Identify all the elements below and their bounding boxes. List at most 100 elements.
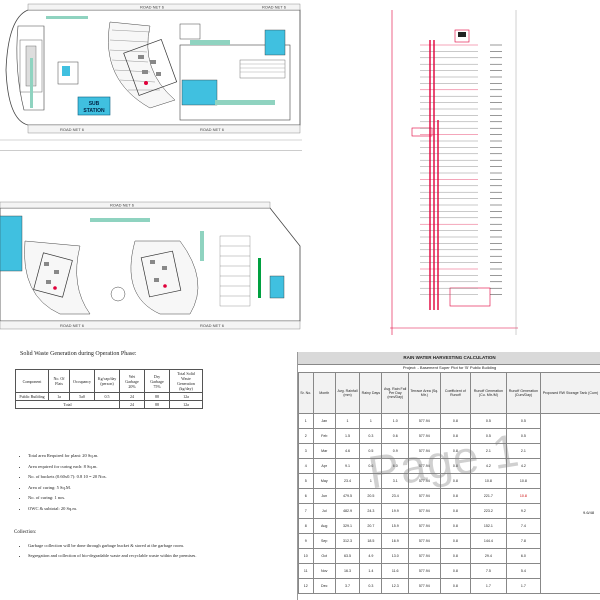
rain-cell: 1.4 — [359, 563, 383, 579]
rain-cell: 577.94 — [407, 548, 441, 564]
rain-cell: 0.8 — [439, 563, 471, 579]
waste-header: No. Of Flats — [48, 369, 70, 393]
rain-cell: 6.0 — [505, 548, 541, 564]
rain-cell: 29.4 — [469, 548, 507, 564]
rain-cell: 1.7 — [469, 578, 507, 594]
rain-cell: 1 — [298, 413, 314, 429]
rain-cell: Mar — [312, 443, 336, 459]
rain-col-header: Runoff Generation (Cu. Mtr./M) — [469, 372, 507, 414]
rain-col-header: Sr. No. — [298, 372, 314, 414]
svg-text:STATION: STATION — [83, 108, 105, 114]
rain-cell: 577.94 — [407, 413, 441, 429]
rain-cell: 8 — [298, 518, 314, 534]
rain-cell: 11.6 — [381, 563, 409, 579]
rain-cell: 577.94 — [407, 578, 441, 594]
rain-cell: 3 — [298, 443, 314, 459]
rain-cell: 10.8 — [505, 488, 541, 504]
rain-cell: 577.94 — [407, 518, 441, 534]
rain-col-header: Coefficient of Runoff — [439, 372, 471, 414]
rain-cell: 18.5 — [359, 533, 383, 549]
rain-cell: 577.94 — [407, 533, 441, 549]
collection-heading: Collection: — [14, 530, 37, 535]
waste-header: Dry Garbage 75% — [144, 369, 170, 393]
rain-cell: Jul — [312, 503, 336, 519]
substation-label: SUB — [89, 101, 100, 107]
waste-header: Total Solid Waste Generation (kg/day) — [169, 369, 203, 393]
road-label: ROAD NET 6 — [60, 127, 85, 132]
rain-header: RAIN WATER HARVESTING CALCULATION — [298, 352, 600, 365]
site-plan-top: SUB STATION ROAD NET 6 ROAD NET 6 ROAD N… — [0, 0, 302, 151]
rain-cell: 4.9 — [359, 548, 383, 564]
rain-cell: Jan — [312, 413, 336, 429]
rain-cell: Feb — [312, 428, 336, 444]
site-plan-top-drawing: SUB STATION ROAD NET 6 ROAD NET 6 ROAD N… — [0, 3, 302, 141]
rain-col-header: Rainy Days — [359, 372, 383, 414]
rain-cell: 23.4 — [334, 473, 361, 489]
rain-cell: 4.6 — [334, 443, 361, 459]
rain-cell: 482.9 — [334, 503, 361, 519]
waste-cell: 1a — [48, 392, 70, 401]
rain-cell: 1 — [334, 413, 361, 429]
collection-item: Garbage collection will be done through … — [28, 541, 212, 551]
rain-cell: 144.4 — [469, 533, 507, 549]
rain-cell: 24.3 — [359, 503, 383, 519]
rain-project: Project: - Basement Super Plot for 'B' P… — [402, 365, 497, 370]
note-item: Area of curing: 5 Sq.M. — [28, 483, 203, 494]
site-plan-bottom-drawing: ROAD NET 6 ROAD NET 6 ROAD NET 6 — [0, 201, 301, 330]
waste-total: 12a — [169, 400, 203, 409]
rain-cell: Dec — [312, 578, 336, 594]
waste-header: Wet Garbage 20% — [119, 369, 145, 393]
rain-cell: 16.3 — [334, 563, 361, 579]
rain-cell: 4 — [298, 458, 314, 474]
waste-cell: 12a — [169, 392, 203, 401]
rain-cell: 11 — [298, 563, 314, 579]
rain-cell: 577.94 — [407, 503, 441, 519]
rain-cell: 7.5 — [469, 563, 507, 579]
rain-cell: 13.0 — [381, 548, 409, 564]
note-item: Total area Required for plant: 20 Sq.m. — [28, 451, 203, 462]
rain-cell: 0.8 — [439, 533, 471, 549]
note-item: Area required for curing each: 8 Sq.m. — [28, 462, 203, 473]
rain-cell: 0.8 — [439, 413, 471, 429]
rain-cell: Jun — [312, 488, 336, 504]
waste-header: Occupancy — [69, 369, 95, 393]
rain-cell: 7.4 — [505, 518, 541, 534]
rain-cell: Apr — [312, 458, 336, 474]
rain-cell: Oct — [312, 548, 336, 564]
rain-cell: 221.7 — [469, 488, 507, 504]
site-plan-bottom: ROAD NET 6 ROAD NET 6 ROAD NET 6 — [0, 196, 302, 336]
rain-col-header: Avg. Rain Fall Per Day (mm/Day) — [381, 372, 409, 414]
waste-total-label: Total — [15, 400, 120, 409]
rain-cell: 1.5 — [334, 428, 361, 444]
rain-cell: 5.4 — [505, 563, 541, 579]
rain-cell: 20.7 — [359, 518, 383, 534]
road-label: ROAD NET 6 — [262, 5, 287, 10]
riser-diagram — [390, 10, 520, 335]
waste-notes: Total area Required for plant: 20 Sq.m. … — [18, 451, 203, 514]
rain-tank-column — [539, 413, 600, 594]
note-item: No. of curing: 1 nos. — [28, 493, 203, 504]
waste-cell: 88 — [144, 392, 170, 401]
rain-cell: 0.8 — [439, 503, 471, 519]
note-item: No. of buckets (0.60x0.7): 0.8 10 = 20 N… — [28, 472, 203, 483]
rain-cell: 1.0 — [381, 413, 409, 429]
rain-cell: 15.9 — [381, 518, 409, 534]
rain-cell: 0.8 — [439, 518, 471, 534]
rain-water-harvesting-sheet: RAIN WATER HARVESTING CALCULATION Projec… — [297, 352, 600, 600]
road-label: ROAD NET 6 — [110, 203, 135, 208]
waste-cell: 5a0 — [69, 392, 95, 401]
waste-cell: 24 — [119, 392, 145, 401]
waste-total: 24 — [119, 400, 145, 409]
rain-col-header: Avg. Rainfall (mm) — [334, 372, 361, 414]
solid-waste-document: Solid Waste Generation during Operation … — [0, 345, 212, 600]
rain-cell: 6 — [298, 488, 314, 504]
waste-cell: 0.5 — [94, 392, 120, 401]
rain-cell: 5 — [298, 473, 314, 489]
rain-cell: 16.9 — [381, 533, 409, 549]
rain-cell: 0.8 — [439, 548, 471, 564]
